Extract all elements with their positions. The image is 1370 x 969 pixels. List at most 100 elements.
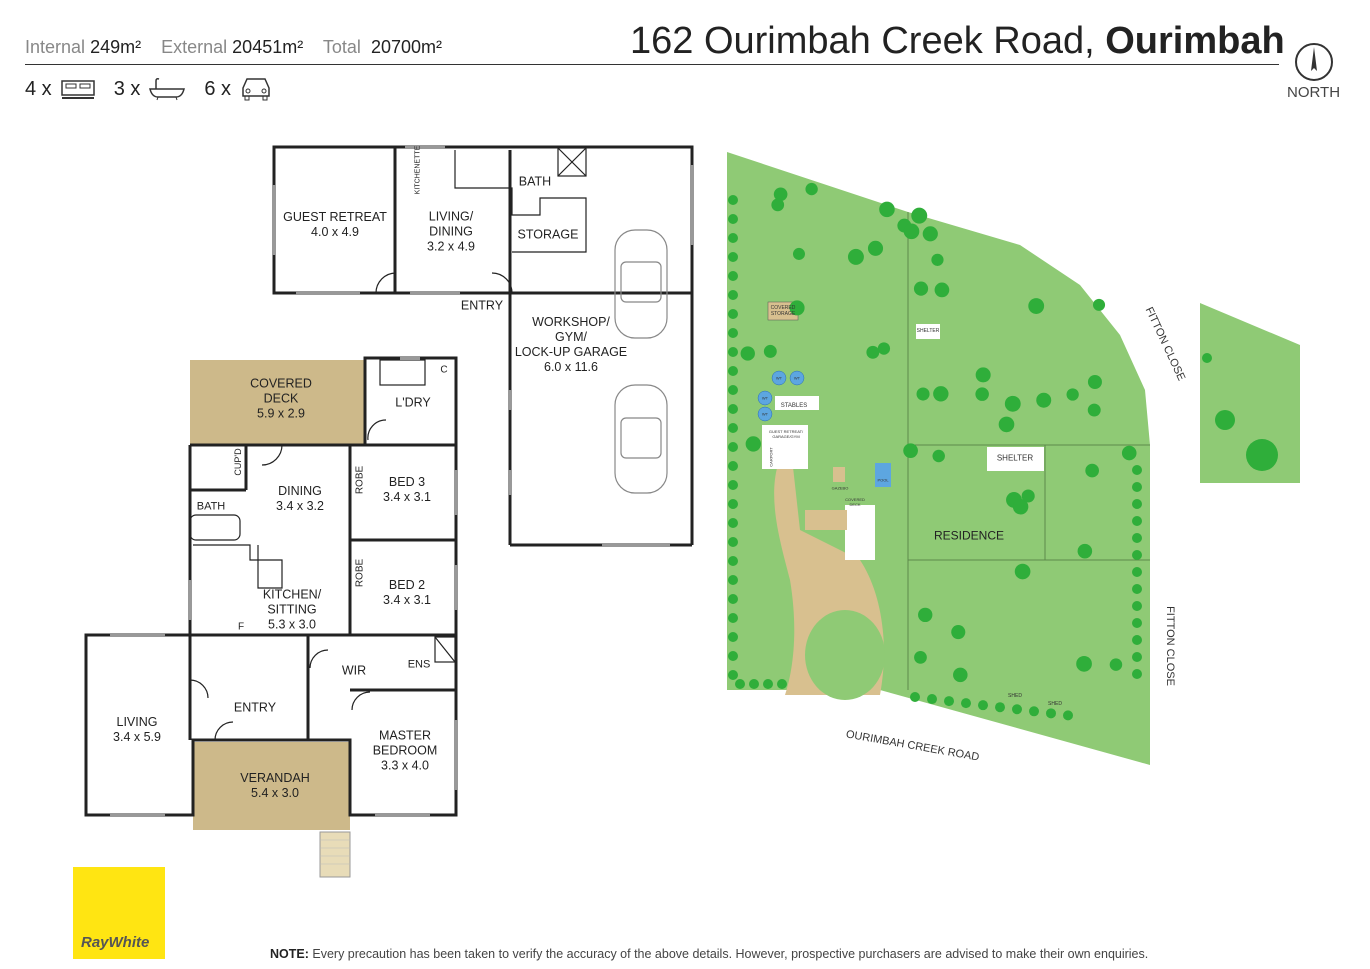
tree-icon (1063, 710, 1073, 721)
tree-icon (728, 195, 738, 205)
room-wir: WIR (341, 663, 367, 678)
tree-icon (1132, 584, 1142, 594)
tree-icon (728, 252, 738, 262)
tree-icon (728, 613, 738, 623)
address-street: 162 Ourimbah Creek Road, (630, 20, 1095, 62)
covered-deck-area (190, 360, 365, 445)
tree-icon (927, 694, 937, 705)
tree-icon (866, 345, 880, 359)
tree-icon (914, 651, 927, 664)
tree-icon (728, 423, 738, 433)
tree-icon (728, 442, 738, 452)
tree-icon (995, 702, 1005, 713)
tree-icon (789, 300, 805, 316)
tree-icon (934, 282, 950, 298)
tree-icon (1012, 499, 1029, 515)
tree-icon (728, 518, 738, 528)
tree-icon (728, 347, 738, 357)
tree-icon (910, 692, 920, 702)
tree-icon (728, 556, 738, 566)
tree-icon (978, 700, 988, 711)
tree-icon (1132, 516, 1142, 526)
site-residence: RESIDENCE (933, 528, 1005, 543)
tree-icon (911, 207, 928, 224)
features: 4 x 3 x 6 x (25, 76, 273, 102)
tree-icon (771, 198, 785, 212)
road-fitton-close-2: FITTON CLOSE (1163, 606, 1176, 686)
beds-count: 4 x (25, 77, 52, 100)
tree-icon (728, 290, 738, 300)
tree-icon (1132, 618, 1142, 628)
address-suburb: Ourimbah (1105, 20, 1285, 62)
tree-icon (867, 240, 884, 256)
tree-icon (1021, 489, 1035, 503)
total-value: 20700m² (370, 37, 442, 57)
site-water-tank: WT (775, 375, 783, 381)
tree-icon (877, 342, 891, 355)
north-compass-icon (1295, 43, 1333, 81)
tree-icon (728, 461, 738, 471)
tree-icon (1246, 439, 1278, 471)
tree-icon (903, 443, 918, 459)
tree-icon (749, 679, 759, 689)
room-storage: STORAGE (517, 227, 579, 242)
tree-icon (728, 366, 738, 376)
tree-icon (728, 233, 738, 243)
tree-icon (1132, 482, 1142, 492)
tree-icon (975, 387, 989, 401)
tree-icon (1132, 669, 1142, 679)
tree-icon (1014, 563, 1031, 580)
tree-icon (922, 226, 938, 242)
site-pool: POOL (877, 477, 889, 483)
site-carport: CARPORT (768, 447, 774, 467)
disclaimer-note: NOTE: Every precaution has been taken to… (270, 947, 1149, 961)
tree-icon (728, 271, 738, 281)
tree-icon (728, 632, 738, 642)
tree-icon (728, 480, 738, 490)
tree-icon (728, 214, 738, 224)
tree-icon (931, 253, 944, 266)
tree-icon (728, 385, 738, 395)
tree-icon (903, 223, 920, 240)
tree-icon (913, 281, 929, 296)
site-gazebo: GAZEBO (831, 485, 849, 491)
tree-icon (728, 537, 738, 547)
tree-icon (918, 607, 933, 623)
tree-icon (1121, 445, 1137, 461)
room-entry-top: ENTRY (460, 298, 504, 313)
tree-icon (1036, 392, 1052, 408)
verandah-area (193, 742, 350, 830)
site-water-tank: WT (761, 411, 769, 417)
total-label: Total (322, 37, 361, 57)
tree-icon (1132, 465, 1142, 475)
tree-icon (728, 328, 738, 338)
room-bath-top: BATH (518, 174, 552, 189)
site-water-tank: WT (793, 375, 801, 381)
tree-icon (1132, 550, 1142, 560)
tree-icon (1109, 658, 1123, 671)
tree-icon (953, 667, 968, 683)
tree-icon (1004, 395, 1021, 412)
tree-icon (1028, 298, 1045, 314)
room-fridge: F (237, 621, 245, 633)
brand-text: RayWhite (81, 934, 150, 951)
lot-small (1200, 303, 1300, 483)
tree-icon (916, 387, 930, 401)
tree-icon (777, 679, 787, 689)
tree-icon (1087, 375, 1102, 389)
tree-icon (1132, 499, 1142, 509)
room-c: C (440, 364, 448, 376)
tree-icon (1215, 410, 1235, 430)
tree-icon (1132, 533, 1142, 543)
tree-icon (728, 499, 738, 509)
